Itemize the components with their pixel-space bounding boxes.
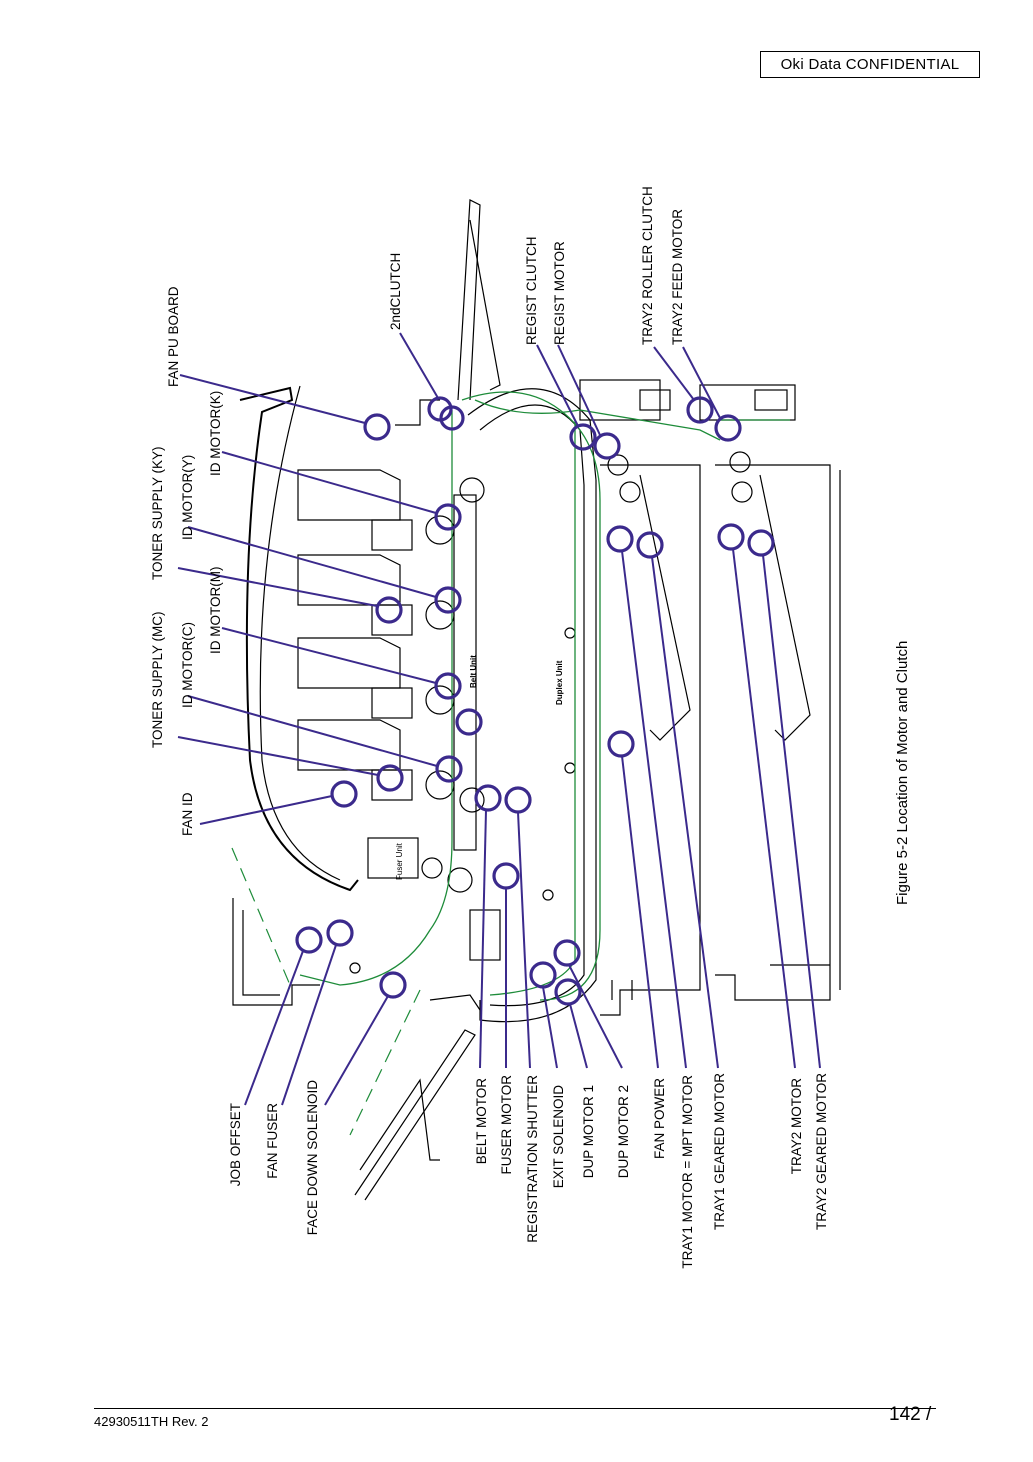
ring-job-offset xyxy=(295,926,323,954)
ring-fan-pu-board xyxy=(363,413,391,441)
label-tray2-motor: TRAY2 MOTOR xyxy=(789,1078,804,1175)
ring-id-motor-m xyxy=(434,672,462,700)
ring-id-motor-c xyxy=(435,755,463,783)
ring-tray2-feed-motor xyxy=(714,414,742,442)
label-registration-shutter: REGISTRATION SHUTTER xyxy=(525,1075,540,1243)
leader-lines xyxy=(177,332,821,1106)
ring-dup-motor-1 xyxy=(554,978,582,1006)
ring-tray2-motor xyxy=(717,523,745,551)
ring-fan-power xyxy=(607,730,635,758)
label-regist-motor: REGIST MOTOR xyxy=(552,241,567,345)
document-number: 42930511TH Rev. 2 xyxy=(94,1414,209,1429)
label-tray2-feed-motor: TRAY2 FEED MOTOR xyxy=(670,209,685,345)
label-job-offset: JOB OFFSET xyxy=(228,1103,243,1186)
ring-toner-supply-ky xyxy=(375,596,403,624)
ring-regist-clutch xyxy=(569,423,597,451)
label-dup-motor-2: DUP MOTOR 2 xyxy=(616,1085,631,1178)
label-fan-power: FAN POWER xyxy=(652,1078,667,1159)
ring-toner-supply-mc xyxy=(376,764,404,792)
label-belt-motor: BELT MOTOR xyxy=(474,1078,489,1165)
ring-fan-fuser xyxy=(326,919,354,947)
ring-dup-motor-2 xyxy=(553,939,581,967)
label-dup-motor-1: DUP MOTOR 1 xyxy=(581,1085,596,1178)
ring-belt-motor xyxy=(474,784,502,812)
figure-caption: Figure 5-2 Location of Motor and Clutch xyxy=(894,641,911,905)
label-fan-id: FAN ID xyxy=(180,792,195,836)
rollers xyxy=(349,451,753,974)
label-tray1-motor-mpt: TRAY1 MOTOR = MPT MOTOR xyxy=(680,1075,695,1269)
label-id-motor-m: ID MOTOR(M) xyxy=(208,567,223,655)
confidential-badge: Oki Data CONFIDENTIAL xyxy=(760,51,980,78)
label-fan-fuser: FAN FUSER xyxy=(265,1103,280,1179)
printer-frame xyxy=(232,199,841,1201)
ring-exit-solenoid xyxy=(529,961,557,989)
label-exit-solenoid: EXIT SOLENOID xyxy=(551,1085,566,1189)
callouts-bottom: JOB OFFSET FAN FUSER FACE DOWN SOLENOID … xyxy=(228,1073,829,1269)
duplex-unit-label: Duplex Unit xyxy=(555,660,564,705)
label-fuser-motor: FUSER MOTOR xyxy=(499,1075,514,1175)
ring-registration-shutter xyxy=(504,786,532,814)
callout-rings xyxy=(295,396,775,1006)
ring-fan-id xyxy=(330,780,358,808)
label-tray1-geared-motor: TRAY1 GEARED MOTOR xyxy=(712,1073,727,1230)
label-id-motor-c: ID MOTOR(C) xyxy=(180,622,195,708)
ring-id-motor-y xyxy=(434,586,462,614)
label-id-motor-y: ID MOTOR(Y) xyxy=(180,455,195,540)
ring-regist-motor xyxy=(593,432,621,460)
ring-face-down-solenoid xyxy=(379,971,407,999)
label-face-down-solenoid: FACE DOWN SOLENOID xyxy=(305,1080,320,1236)
label-toner-supply-ky: TONER SUPPLY (KY) xyxy=(150,446,165,580)
label-2nd-clutch: 2ndCLUTCH xyxy=(388,253,403,330)
label-regist-clutch: REGIST CLUTCH xyxy=(524,236,539,345)
fuser-unit-label: Fuser Unit xyxy=(395,842,404,880)
toner-cartridges xyxy=(297,469,413,801)
belt-unit-frame xyxy=(453,494,477,851)
belt-unit-label: Belt Unit xyxy=(469,655,478,688)
label-id-motor-k: ID MOTOR(K) xyxy=(208,391,223,476)
label-fan-pu-board: FAN PU BOARD xyxy=(166,286,181,387)
ring-id-motor-k xyxy=(434,503,462,531)
ring-tray2-roller-clutch xyxy=(686,396,714,424)
ring-tray1-geared-motor xyxy=(636,531,664,559)
page-number: 142 / xyxy=(889,1404,932,1425)
ring-tray2-geared-motor xyxy=(747,529,775,557)
ring-tray1-motor xyxy=(606,525,634,553)
label-tray2-roller-clutch: TRAY2 ROLLER CLUTCH xyxy=(640,186,655,345)
callouts-top: FAN PU BOARD TONER SUPPLY (KY) ID MOTOR(… xyxy=(150,186,685,836)
label-tray2-geared-motor: TRAY2 GEARED MOTOR xyxy=(814,1073,829,1230)
label-toner-supply-mc: TONER SUPPLY (MC) xyxy=(150,611,165,748)
ring-fuser-motor xyxy=(492,862,520,890)
fuser-unit-frame xyxy=(367,837,419,879)
footer-rule xyxy=(94,1408,936,1409)
